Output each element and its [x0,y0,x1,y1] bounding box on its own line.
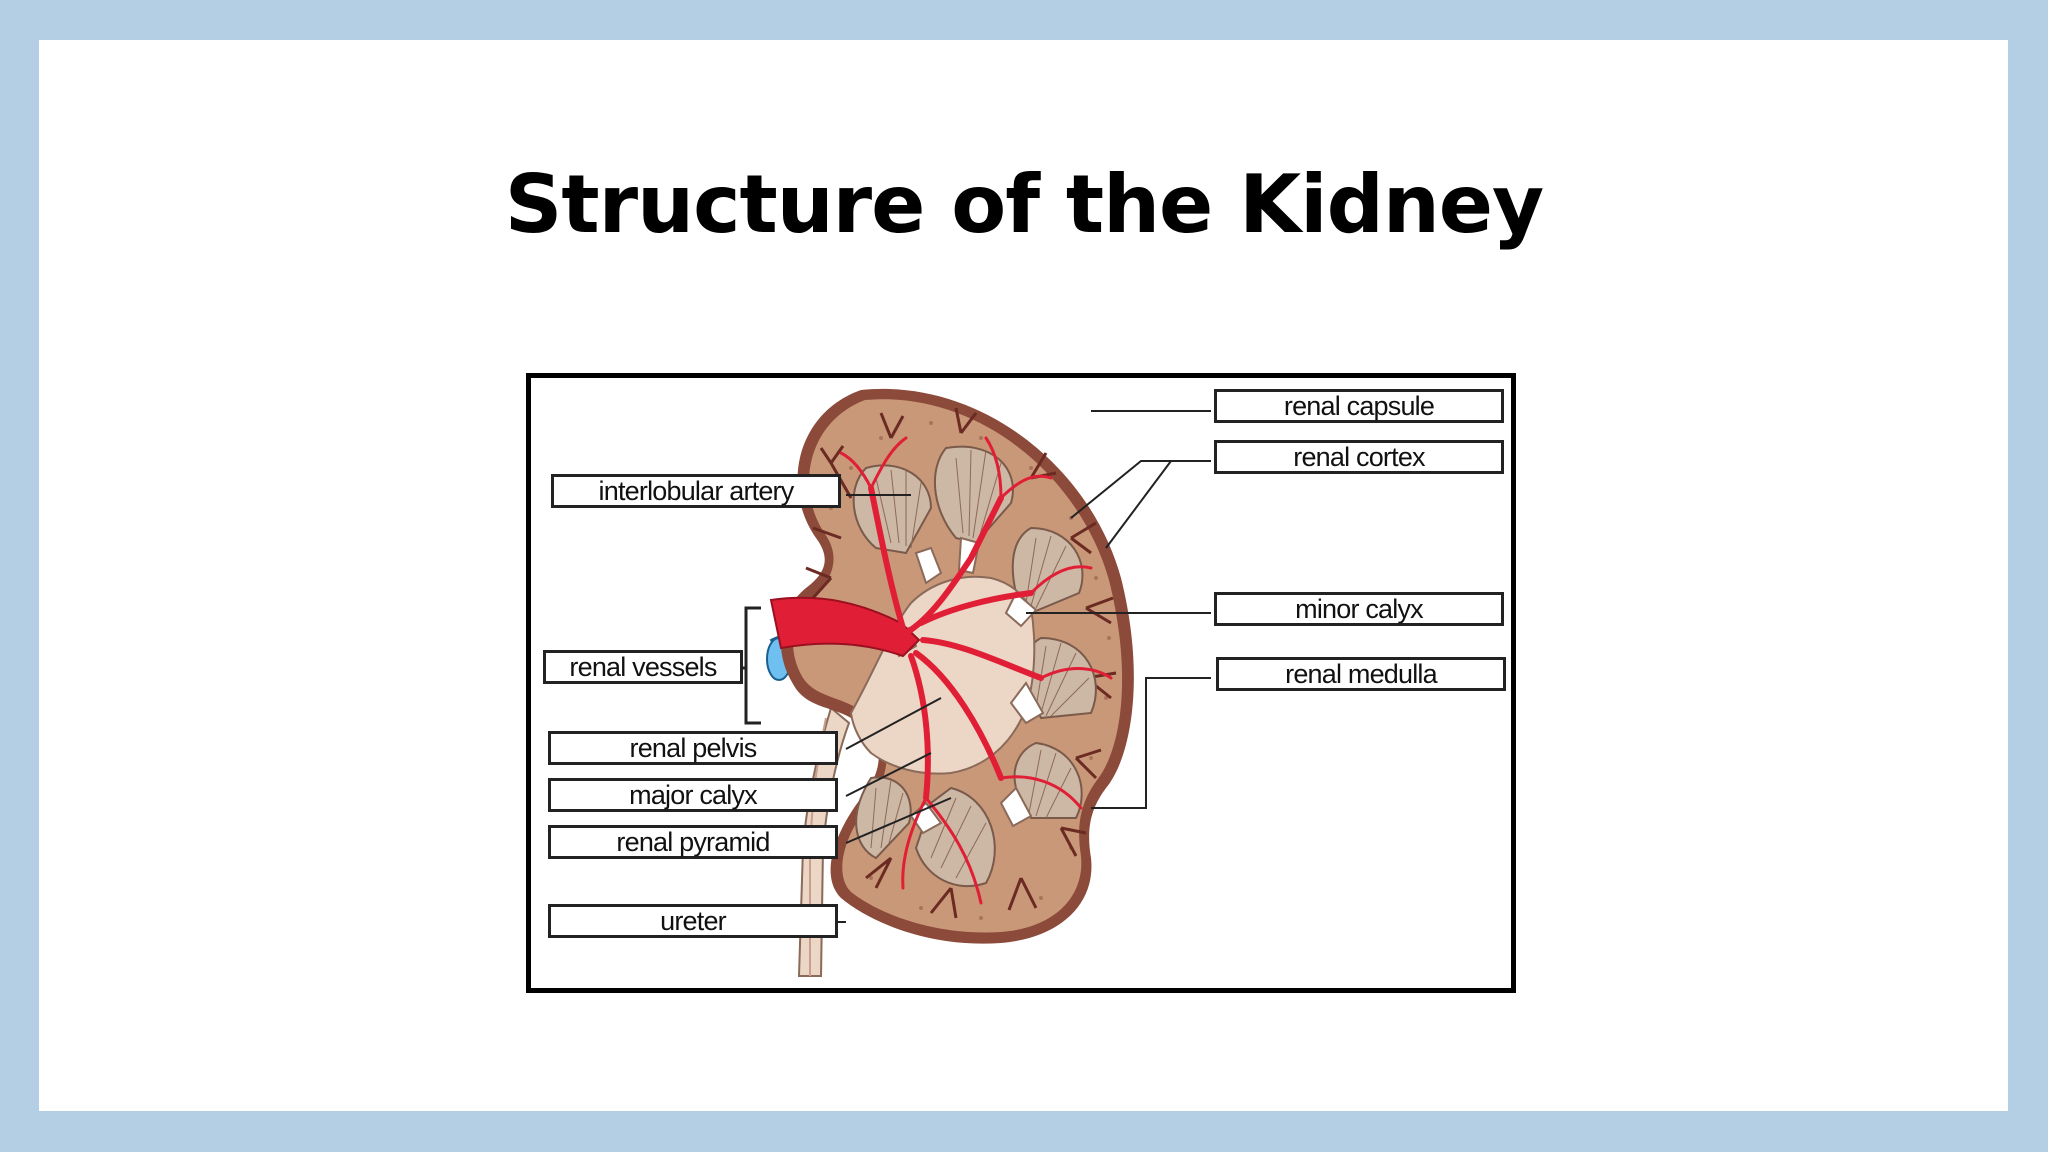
label-renal-vessels: renal vessels [543,650,743,684]
label-interlobular-artery: interlobular artery [551,474,841,508]
label-ureter: ureter [548,904,838,938]
label-minor-calyx: minor calyx [1214,592,1504,626]
label-renal-pelvis: renal pelvis [548,731,838,765]
pyramid-7 [855,776,912,860]
label-major-calyx: major calyx [548,778,838,812]
label-renal-medulla: renal medulla [1216,657,1506,691]
kidney-diagram-frame: renal capsule renal cortex interlobular … [526,373,1516,993]
renal-artery [769,596,921,658]
leader-major-calyx [845,752,932,797]
leader-renal-medulla [1091,677,1211,809]
label-renal-capsule: renal capsule [1214,389,1504,423]
leader-renal-pelvis [845,697,942,750]
leader-renal-pyramid [845,797,952,844]
slide-title: Structure of the Kidney [504,158,1544,251]
label-renal-cortex: renal cortex [1214,440,1504,474]
kidney-illustration [736,388,1211,977]
leader-renal-cortex [1070,460,1211,549]
leader-lines [803,410,1211,923]
arcuate-arteries [839,436,1113,905]
arterial-branches [868,485,1044,801]
label-renal-pyramid: renal pyramid [548,825,838,859]
